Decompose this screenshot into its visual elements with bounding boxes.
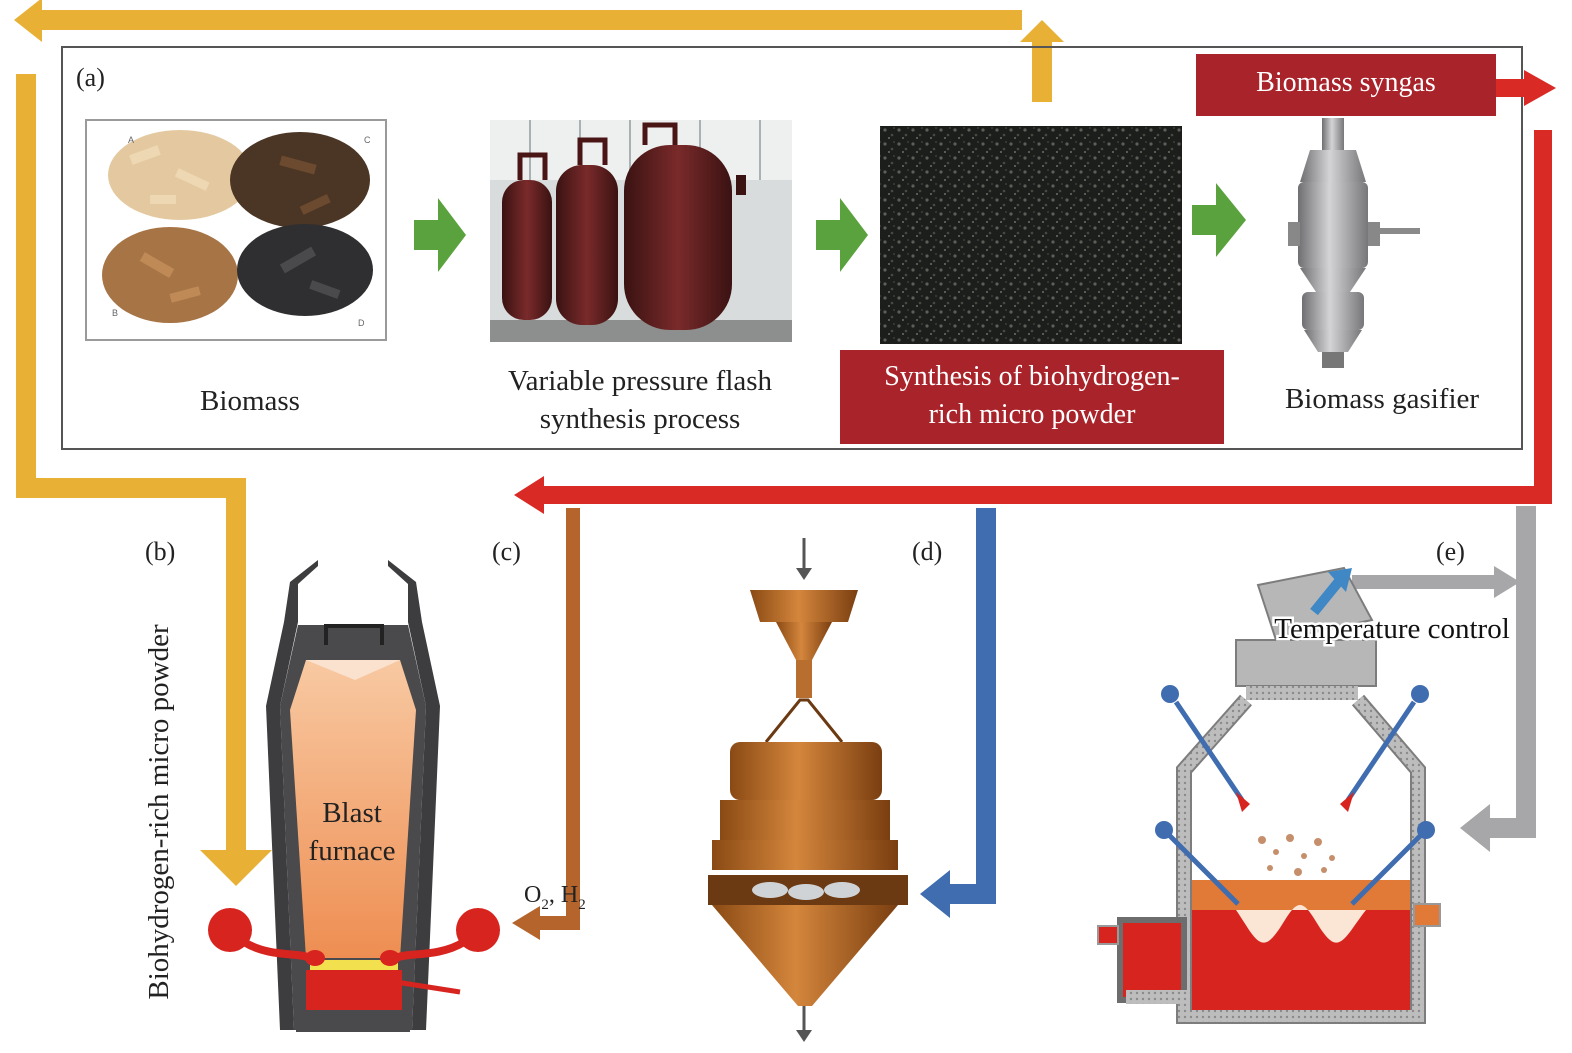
synthesis-label-box: Synthesis of biohydrogen- rich micro pow… <box>840 350 1224 444</box>
biomass-photo: A C B D <box>85 119 387 341</box>
lances <box>1168 700 1422 906</box>
photo-letter-a: A <box>128 135 134 145</box>
gasifier-illustration <box>1288 118 1420 368</box>
yellow-down-line <box>16 74 36 496</box>
brown-flow <box>512 508 580 940</box>
panel-label-d: (d) <box>912 537 942 566</box>
lance-heads <box>1155 685 1435 839</box>
panel-label-b: (b) <box>145 537 175 566</box>
lance-tips <box>1236 792 1354 812</box>
gray-flow <box>1352 506 1536 852</box>
green-arrow-1 <box>414 198 466 272</box>
micro-powder-photo <box>880 126 1182 344</box>
synthesis-label-line1: Synthesis of biohydrogen- <box>884 361 1180 392</box>
green-arrow-2 <box>816 198 868 272</box>
flash-reactor-illustration <box>708 538 908 1042</box>
temperature-control-label: Temperature control <box>1274 613 1510 645</box>
vpf-label: Variable pressure flash synthesis proces… <box>470 362 810 438</box>
tuyere-right <box>380 908 500 966</box>
panel-label-c: (c) <box>492 537 521 566</box>
yellow-riser-arrowhead <box>1020 20 1064 42</box>
panel-a-frame <box>61 46 1523 450</box>
photo-letter-c: C <box>364 135 371 145</box>
biomass-label: Biomass <box>200 385 300 417</box>
vpf-label-line1: Variable pressure flash <box>507 365 773 397</box>
synthesis-label-line2: rich micro powder <box>928 399 1136 430</box>
photo-letter-b: B <box>112 308 118 318</box>
yellow-top-line <box>40 10 1022 30</box>
yellow-flow <box>14 0 1064 886</box>
temp-control-arrow <box>1310 568 1352 616</box>
syngas-arrow-line <box>1486 79 1526 97</box>
panel-label-e: (e) <box>1436 537 1465 566</box>
blast-label-line2: furnace <box>309 835 396 867</box>
green-arrow-3 <box>1192 183 1246 257</box>
syngas-label-box: Biomass syngas <box>1196 54 1496 116</box>
vpf-label-line2: synthesis process <box>539 403 741 435</box>
syngas-label: Biomass syngas <box>1256 67 1436 98</box>
gasifier-label: Biomass gasifier <box>1284 383 1480 415</box>
syngas-arrowhead <box>1524 70 1556 106</box>
blue-flow <box>920 508 996 918</box>
side-label: Biohydrogen-rich micro powder <box>143 624 175 1000</box>
yellow-riser <box>1032 38 1052 102</box>
blast-label-line1: Blast <box>322 797 382 829</box>
red-left-arrowhead <box>514 476 544 514</box>
blast-furnace-illustration <box>266 560 461 1032</box>
yellow-furnace-arrowhead <box>200 850 272 886</box>
yellow-horizontal <box>16 478 246 498</box>
red-horizontal <box>540 486 1552 504</box>
red-right-vertical <box>1534 130 1552 504</box>
pressure-tanks-photo <box>490 120 792 342</box>
o2-h2-label: O2, H2 <box>524 882 586 913</box>
red-flow <box>514 70 1556 514</box>
yellow-left-arrowhead <box>14 0 42 42</box>
tuyere-left <box>208 908 325 966</box>
panel-label-a: (a) <box>76 63 105 92</box>
yellow-to-furnace <box>226 478 246 852</box>
photo-letter-d: D <box>358 318 365 328</box>
